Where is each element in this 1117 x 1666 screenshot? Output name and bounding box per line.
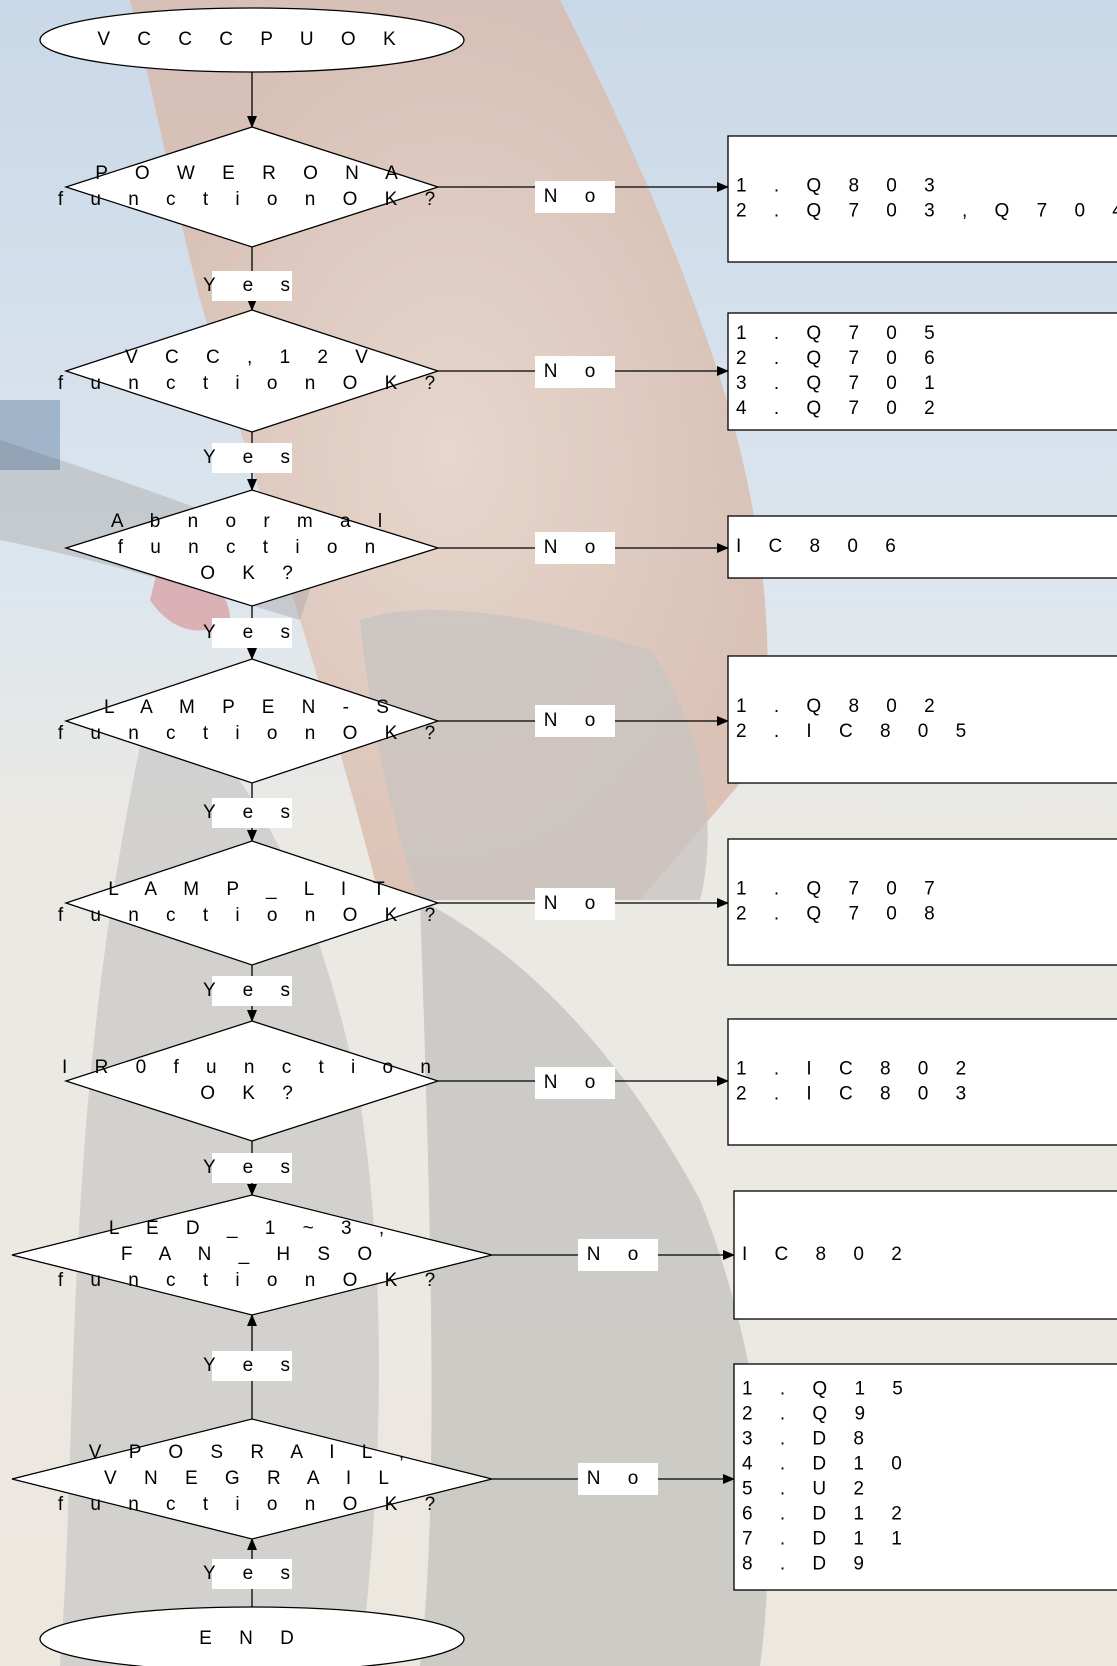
fix-item: I C 8 0 2 [742,1244,913,1265]
decision-diamond [66,1021,438,1141]
decision-diamond [66,310,438,432]
end-label: E N D [199,1628,305,1649]
decision-label: L A M P E N - S [104,697,400,718]
fix-box [728,136,1117,262]
no-label: N o [587,1468,650,1489]
decision-label: P O W E R O N A [95,163,409,184]
fix-item: 1 . Q 7 0 5 [736,323,946,344]
no-label: N o [544,361,607,382]
fix-item: 8 . D 9 [742,1554,875,1575]
fix-item: 3 . Q 7 0 1 [736,373,946,394]
decision-label: O K ? [200,563,304,584]
decision-label: L E D _ 1 ~ 3 , [109,1218,395,1239]
fix-item: 2 . Q 9 [742,1404,876,1425]
yes-label: Y e s [203,1355,301,1376]
decision-label: O K ? [200,1083,304,1104]
yes-label: Y e s [203,622,301,643]
start-label: V C C C P U O K [97,29,406,50]
fix-box [728,839,1117,965]
fix-item: 6 . D 1 2 [742,1504,913,1525]
decision-label: A b n o r m a l [111,511,393,532]
no-label: N o [587,1244,650,1265]
decision-label: f u n c t i o n O K ? [58,373,446,394]
fix-item: 2 . I C 8 0 5 [736,721,977,742]
fix-item: 1 . Q 8 0 3 [736,176,946,197]
fix-item: 1 . I C 8 0 2 [736,1059,977,1080]
decision-label: V C C , 1 2 V [125,347,379,368]
no-label: N o [544,710,607,731]
yes-label: Y e s [203,802,301,823]
fix-item: 2 . I C 8 0 3 [736,1084,977,1105]
fix-item: 2 . Q 7 0 6 [736,348,946,369]
decision-label: f u n c t i o n O K ? [58,1494,446,1515]
decision-diamond [66,841,438,965]
no-label: N o [544,893,607,914]
decision-diamond [66,127,438,247]
decision-label: F A N _ H S O [121,1244,383,1265]
decision-label: f u n c t i o n O K ? [58,723,446,744]
decision-label: V P O S R A I L , [89,1442,415,1463]
no-label: N o [544,537,607,558]
fix-item: 7 . D 1 1 [742,1529,913,1550]
no-label: N o [544,186,607,207]
fix-item: 4 . D 1 0 [742,1454,913,1475]
fix-item: 5 . U 2 [742,1479,875,1500]
yes-label: Y e s [203,275,301,296]
fix-item: 3 . D 8 [742,1429,875,1450]
no-label: N o [544,1072,607,1093]
decision-label: f u n c t i o n O K ? [58,905,446,926]
fix-item: 2 . Q 7 0 8 [736,904,946,925]
fix-item: 2 . Q 7 0 3 , Q 7 0 4 [736,201,1117,222]
yes-label: Y e s [203,1563,301,1584]
fix-item: I C 8 0 6 [736,536,907,557]
decision-label: f u n c t i o n [118,537,387,558]
decision-diamond [66,659,438,783]
decision-label: f u n c t i o n O K ? [58,1270,446,1291]
decision-label: f u n c t i o n O K ? [58,189,446,210]
decision-label: I R 0 f u n c t i o n [62,1057,442,1078]
decision-label: V N E G R A I L [104,1468,400,1489]
decision-label: L A M P _ L I T [108,879,396,900]
fix-item: 1 . Q 7 0 7 [736,879,946,900]
fix-box [728,656,1117,783]
fix-box [728,1019,1117,1145]
fix-item: 4 . Q 7 0 2 [736,398,946,419]
yes-label: Y e s [203,447,301,468]
yes-label: Y e s [203,1157,301,1178]
fix-item: 1 . Q 8 0 2 [736,696,946,717]
fix-item: 1 . Q 1 5 [742,1379,914,1400]
yes-label: Y e s [203,980,301,1001]
